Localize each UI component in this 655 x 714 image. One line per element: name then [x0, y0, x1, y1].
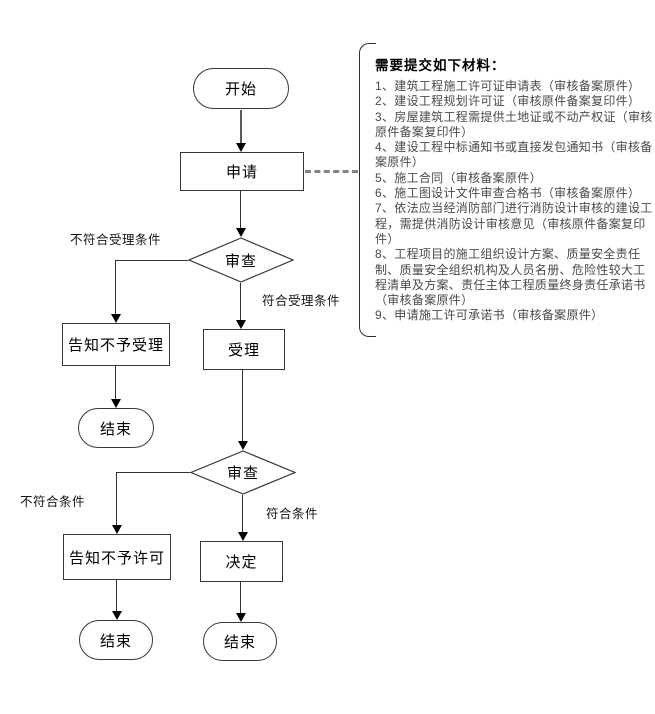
arrowhead — [238, 441, 248, 450]
node-apply-label: 申请 — [225, 164, 258, 181]
materials-item: 4、建设工程中标通知书或直接发包通知书（审核备案原件） — [375, 140, 653, 170]
arrowhead — [236, 143, 246, 152]
node-end-3-label: 结束 — [223, 634, 256, 651]
materials-item: 7、依法应当经消防部门进行消防设计审核的建设工程，需提供消防设计审核意见（审核原… — [375, 201, 653, 246]
materials-item: 3、房屋建筑工程需提供土地证或不动产权证（审核原件备案复印件） — [375, 109, 653, 139]
connector-review2-fail-horizontal — [117, 472, 190, 473]
materials-item: 5、施工合同（审核备案原件） — [375, 170, 542, 185]
arrowhead — [236, 613, 246, 622]
edge-label-review1-pass: 符合受理条件 — [262, 294, 341, 308]
materials-item: 9、申请施工许可承诺书（审核备案原件） — [375, 308, 604, 323]
edge-label-review2-fail: 不符合条件 — [20, 495, 86, 509]
materials-item: 2、建设工程规划许可证（审核原件备案复印件） — [375, 94, 641, 109]
arrowhead — [238, 532, 248, 541]
node-end-2-label: 结束 — [99, 632, 132, 650]
arrowhead — [111, 399, 121, 408]
node-notify-not-permitted-label: 告知不予许可 — [68, 549, 165, 567]
arrowhead — [111, 314, 121, 323]
node-accept: 受理 — [203, 329, 285, 370]
materials-title: 需要提交如下材料： — [375, 58, 506, 73]
node-notify-not-accepted-label: 告知不予受理 — [67, 337, 164, 354]
diamond-shape — [190, 450, 296, 495]
arrowhead — [112, 611, 122, 620]
diamond-shape — [188, 237, 294, 283]
arrowhead — [112, 525, 122, 534]
materials-item: 6、施工图设计文件审查合格书（审核备案原件） — [375, 186, 641, 201]
node-end-1-label: 结束 — [99, 420, 132, 438]
node-decide-label: 决定 — [225, 554, 258, 571]
arrowhead — [236, 228, 246, 237]
node-start-label: 开始 — [224, 81, 257, 98]
connector-start-apply — [240, 110, 242, 143]
node-end-3: 结束 — [203, 622, 277, 661]
arrowhead — [236, 320, 246, 329]
node-start: 开始 — [193, 68, 289, 109]
node-review-2: 审查 — [190, 450, 296, 495]
brace-bracket — [359, 43, 376, 337]
node-accept-label: 受理 — [227, 342, 260, 359]
connector-apply-review1 — [240, 191, 241, 228]
edge-label-review2-pass: 符合条件 — [266, 507, 319, 521]
connector-review1-pass — [240, 283, 241, 320]
node-notify-not-accepted: 告知不予受理 — [62, 323, 170, 366]
connector-review1-fail-horizontal — [116, 260, 188, 261]
node-apply: 申请 — [180, 152, 304, 191]
materials-panel: 需要提交如下材料： 1、建筑工程施工许可证申请表（审核备案原件） 2、建设工程规… — [375, 54, 653, 324]
materials-item: 1、建筑工程施工许可证申请表（审核备案原件） — [375, 79, 641, 93]
materials-list: 1、建筑工程施工许可证申请表（审核备案原件） 2、建设工程规划许可证（审核原件备… — [375, 79, 653, 324]
connector-accept-review2 — [242, 370, 243, 441]
node-end-2: 结束 — [79, 620, 153, 660]
node-review-1: 审查 — [188, 237, 294, 283]
connector-review1-fail-vertical — [115, 260, 116, 314]
connector-notify2-end2 — [116, 580, 117, 611]
node-decide: 决定 — [200, 541, 283, 582]
materials-item: 8、工程项目的施工组织设计方案、质量安全责任制、质量安全组织机构及人员名册、危险… — [375, 247, 646, 308]
edge-label-review1-fail: 不符合受理条件 — [70, 233, 162, 247]
dashed-connector — [305, 170, 358, 173]
connector-notify1-end1 — [115, 366, 116, 399]
connector-review2-pass — [242, 495, 243, 532]
node-notify-not-permitted: 告知不予许可 — [63, 534, 171, 580]
node-review-2-label: 审查 — [226, 465, 259, 482]
connector-review2-fail-vertical — [116, 472, 117, 525]
node-review-1-label: 审查 — [224, 252, 257, 270]
connector-decide-end3 — [240, 582, 241, 613]
node-end-1: 结束 — [78, 408, 154, 448]
